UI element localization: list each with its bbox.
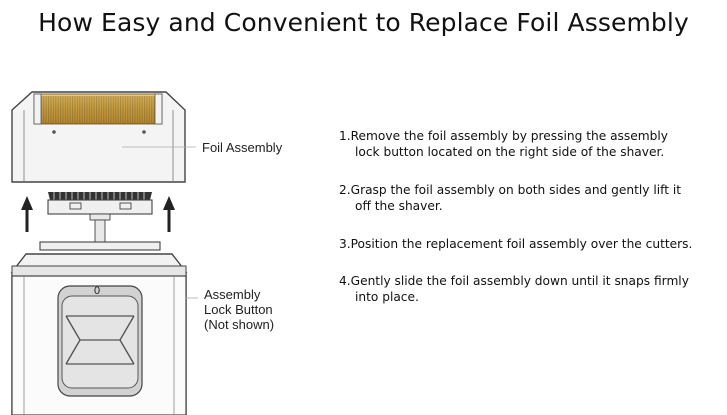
step-item: 4.Gently slide the foil assembly down un… [339,273,725,305]
step-line-2: into place. [355,290,419,304]
step-item: 3.Position the replacement foil assembly… [339,236,725,252]
foil-assembly-illustration [11,91,186,183]
page-title: How Easy and Convenient to Replace Foil … [38,8,689,37]
lift-arrow-right [163,196,175,232]
cutter-block-illustration [47,192,153,243]
step-item: 2.Grasp the foil assembly on both sides … [339,182,725,214]
shaver-body-illustration [10,241,188,415]
foil-assembly-label: Foil Assembly [202,140,283,155]
step-line-2: lock button located on the right side of… [355,145,665,159]
step-line-1: 1.Remove the foil assembly by pressing t… [339,129,668,143]
lock-button-label-line2: Lock Button [204,302,273,317]
step-item: 1.Remove the foil assembly by pressing t… [339,128,725,160]
step-line-2: off the shaver. [355,199,443,213]
slot-marker: 0 [94,285,101,297]
step-line-1: 4.Gently slide the foil assembly down un… [339,274,689,288]
lock-button-label-line1: Assembly [204,287,261,302]
lock-button-label-line3: (Not shown) [204,317,275,332]
step-line-1: 3.Position the replacement foil assembly… [339,237,693,251]
step-line-1: 2.Grasp the foil assembly on both sides … [339,183,682,197]
lock-button-label: Assembly Lock Button (Not shown) [204,287,274,332]
instruction-steps: 1.Remove the foil assembly by pressing t… [339,128,725,327]
lift-arrow-left [21,196,33,232]
